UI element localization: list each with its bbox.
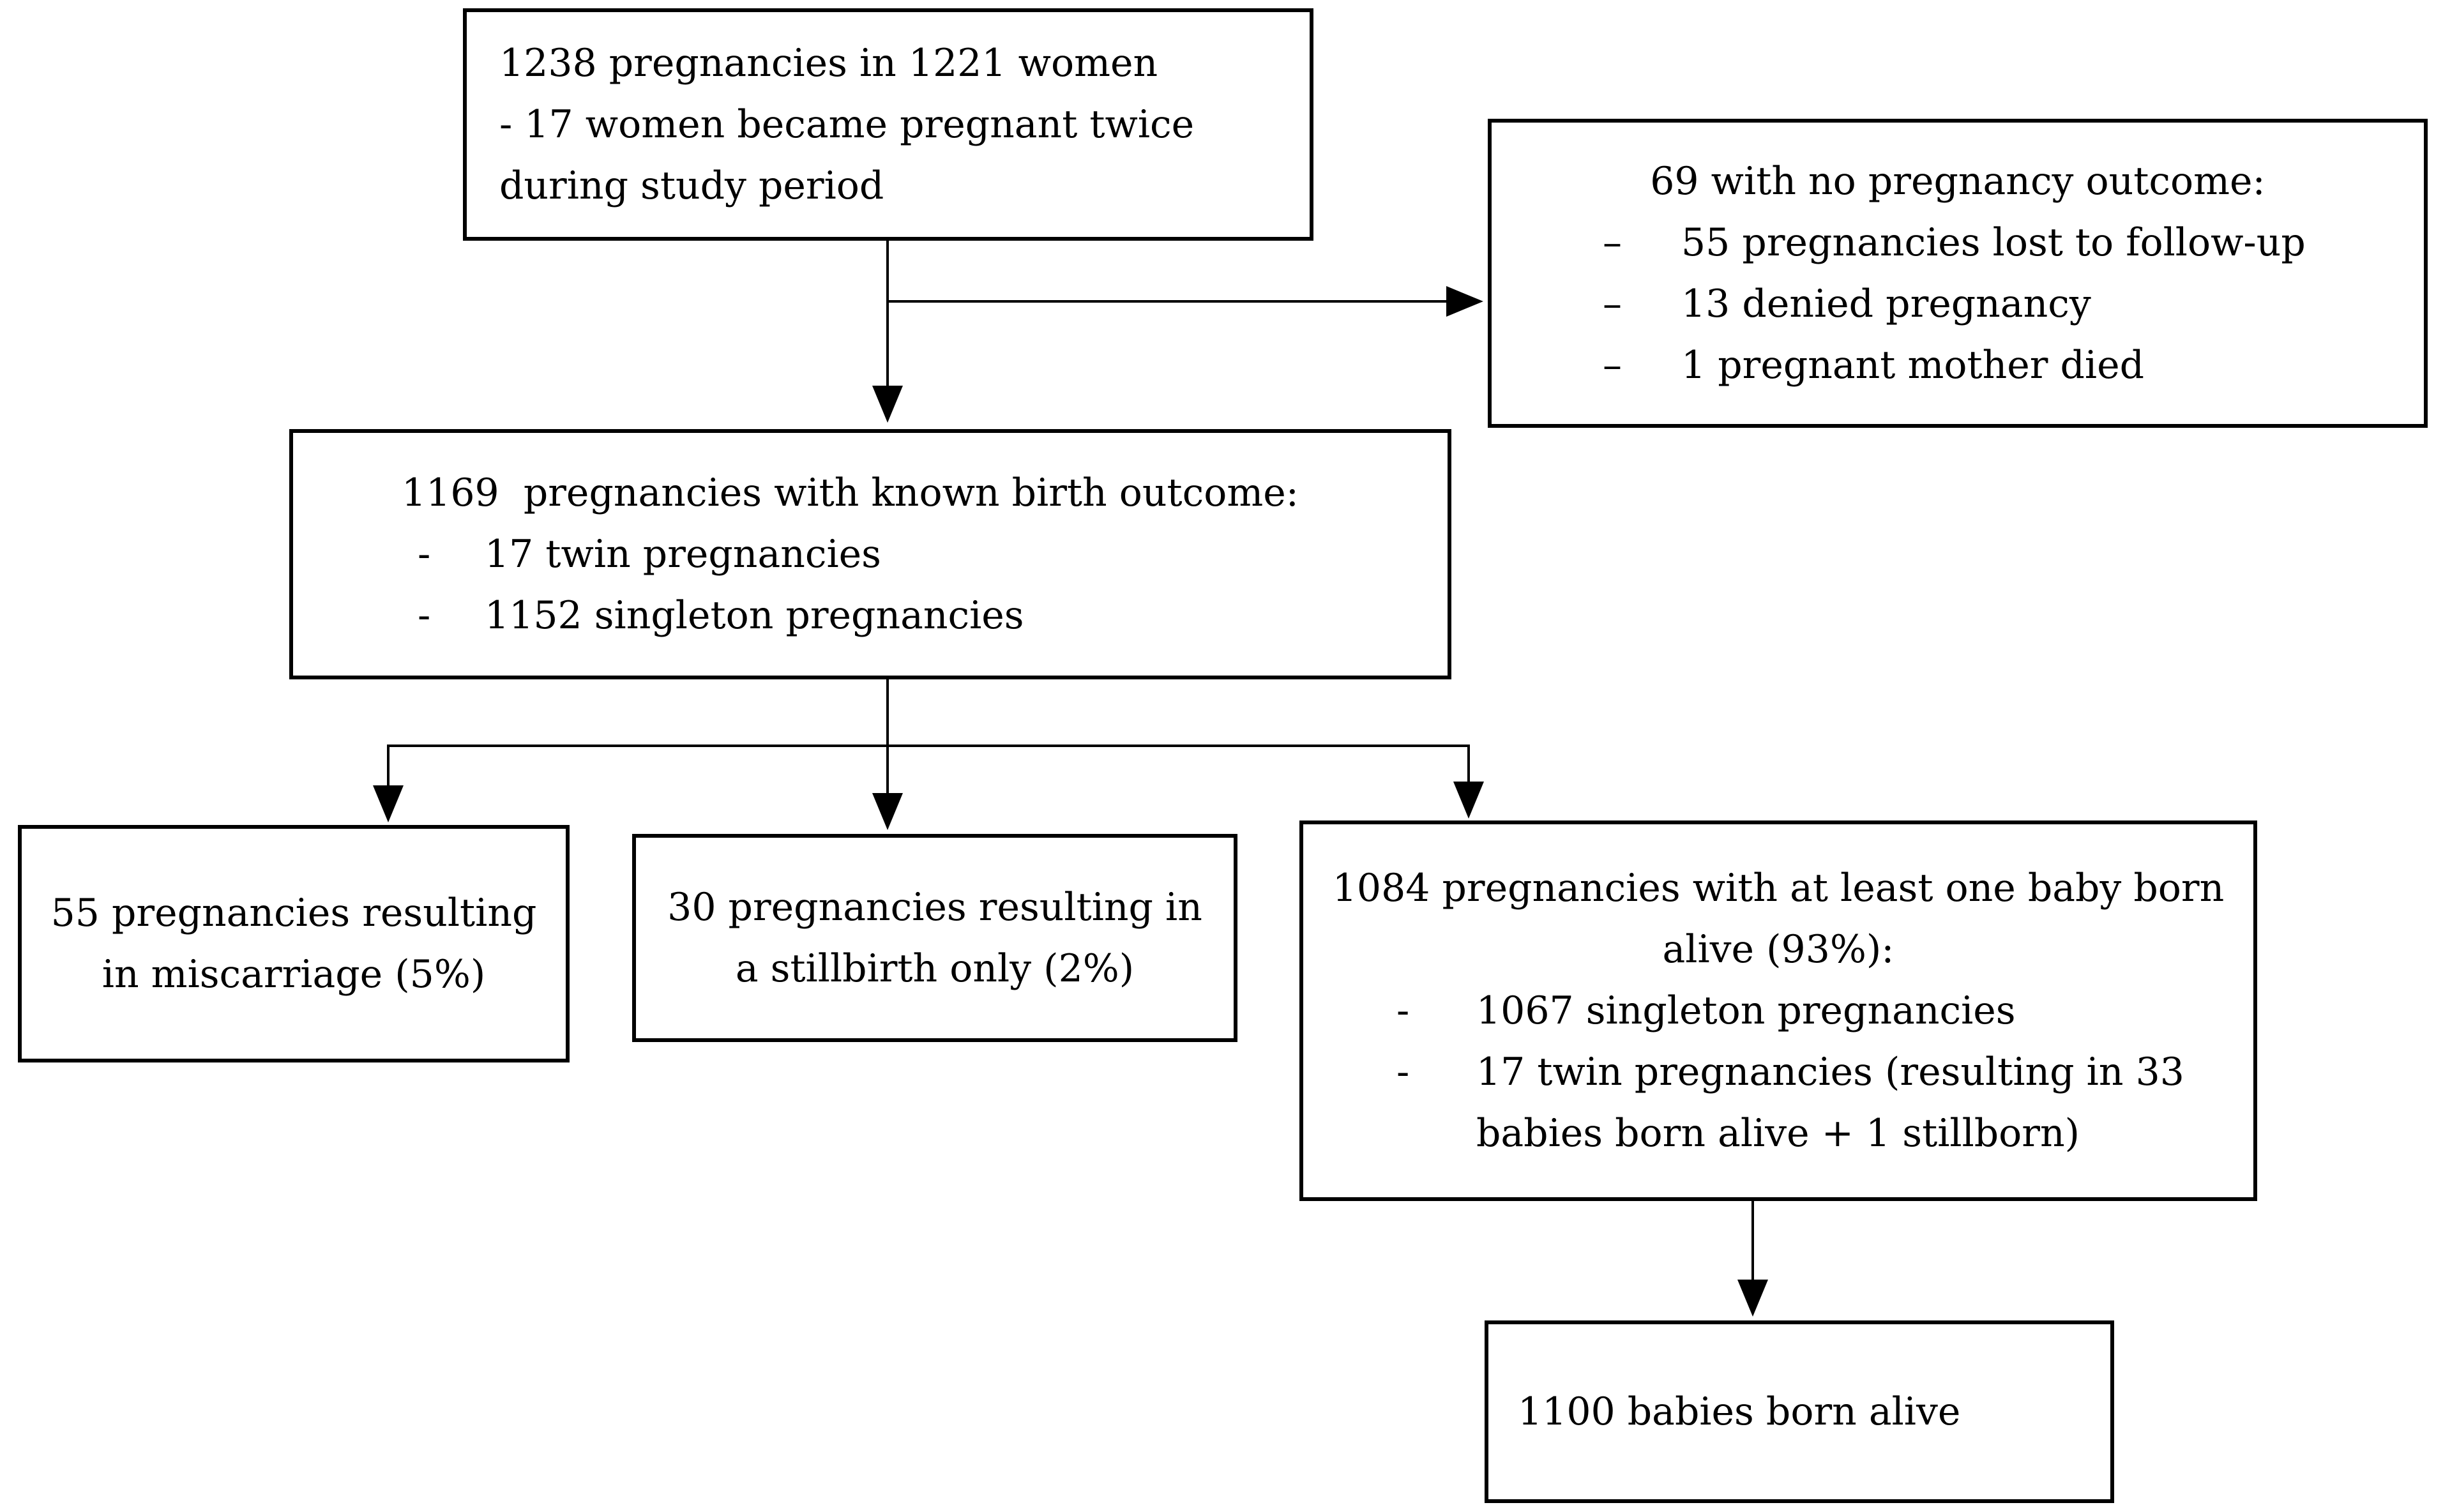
stillbirth-line-1: 30 pregnancies resulting in <box>667 885 1202 930</box>
no-outcome-heading: 69 with no pregnancy outcome: <box>1650 159 2265 204</box>
live-birth-item2-line1: 17 twin pregnancies (resulting in 33 <box>1476 1050 2184 1094</box>
live-birth-item2-line2: babies born alive + 1 stillborn) <box>1476 1111 2080 1156</box>
arrowhead-down-miscarriage-icon <box>373 785 404 822</box>
list-marker: – <box>1603 343 1622 388</box>
box-known-birth-outcome: 1169 pregnancies with known birth outcom… <box>289 429 1451 679</box>
connector-enrolled-to-known-stem <box>886 240 889 386</box>
arrowhead-down-known-outcome-icon <box>872 386 903 423</box>
box-no-pregnancy-outcome: 69 with no pregnancy outcome: – 55 pregn… <box>1488 119 2428 428</box>
connector-known-to-distributor-stem <box>886 679 889 747</box>
known-outcome-item: - 1152 singleton pregnancies <box>293 585 1448 646</box>
list-marker: - <box>418 532 431 577</box>
live-birth-heading-2: alive (93%): <box>1662 927 1895 972</box>
no-outcome-item: – 13 denied pregnancy <box>1492 273 2424 335</box>
live-birth-item2-text: 17 twin pregnancies (resulting in 33 bab… <box>1476 1041 2184 1164</box>
connector-live-birth-to-babies-stem <box>1751 1200 1754 1280</box>
connector-drop-stillbirth <box>886 747 889 793</box>
connector-branch-to-no-outcome <box>886 300 1446 303</box>
known-outcome-heading: 1169 pregnancies with known birth outcom… <box>402 471 1299 515</box>
enrolled-line-2: - 17 women became pregnant twice <box>499 102 1195 147</box>
known-outcome-item: - 17 twin pregnancies <box>293 524 1448 585</box>
live-birth-item-text: 1067 singleton pregnancies <box>1476 988 2016 1033</box>
no-outcome-item: – 55 pregnancies lost to follow-up <box>1492 212 2424 273</box>
no-outcome-item: – 1 pregnant mother died <box>1492 335 2424 396</box>
no-outcome-item-text: 13 denied pregnancy <box>1681 282 2091 326</box>
miscarriage-line-1: 55 pregnancies resulting <box>50 891 537 935</box>
list-marker: - <box>1396 1050 1410 1094</box>
list-marker: - <box>1396 988 1410 1033</box>
connector-drop-miscarriage <box>387 745 390 785</box>
box-babies-born-alive: 1100 babies born alive <box>1485 1320 2114 1503</box>
box-live-birth: 1084 pregnancies with at least one baby … <box>1299 820 2257 1201</box>
known-outcome-item-text: 17 twin pregnancies <box>485 532 881 577</box>
box-enrolled-pregnancies: 1238 pregnancies in 1221 women - 17 wome… <box>463 8 1313 241</box>
box-miscarriage: 55 pregnancies resulting in miscarriage … <box>18 825 570 1062</box>
arrowhead-down-stillbirth-icon <box>872 793 903 830</box>
list-marker: - <box>418 593 431 638</box>
no-outcome-item-text: 55 pregnancies lost to follow-up <box>1681 220 2306 265</box>
stillbirth-line-2: a stillbirth only (2%) <box>735 946 1135 991</box>
arrowhead-down-babies-alive-icon <box>1737 1280 1768 1317</box>
connector-distributor-bar <box>388 745 1470 747</box>
box-stillbirth: 30 pregnancies resulting in a stillbirth… <box>632 834 1237 1042</box>
list-marker: – <box>1603 282 1622 326</box>
miscarriage-line-2: in miscarriage (5%) <box>102 952 486 997</box>
connector-drop-live-birth <box>1467 745 1470 782</box>
list-marker: – <box>1603 220 1622 265</box>
enrolled-line-3: during study period <box>499 163 884 208</box>
no-outcome-item-text: 1 pregnant mother died <box>1681 343 2145 388</box>
known-outcome-item-text: 1152 singleton pregnancies <box>485 593 1024 638</box>
live-birth-item: - 17 twin pregnancies (resulting in 33 b… <box>1303 1041 2253 1164</box>
babies-alive-text: 1100 babies born alive <box>1518 1389 1961 1434</box>
enrolled-line-1: 1238 pregnancies in 1221 women <box>499 41 1158 86</box>
arrowhead-down-live-birth-icon <box>1453 782 1484 819</box>
live-birth-heading-1: 1084 pregnancies with at least one baby … <box>1332 866 2225 911</box>
arrowhead-right-no-outcome-icon <box>1446 286 1483 317</box>
live-birth-item: - 1067 singleton pregnancies <box>1303 980 2253 1041</box>
